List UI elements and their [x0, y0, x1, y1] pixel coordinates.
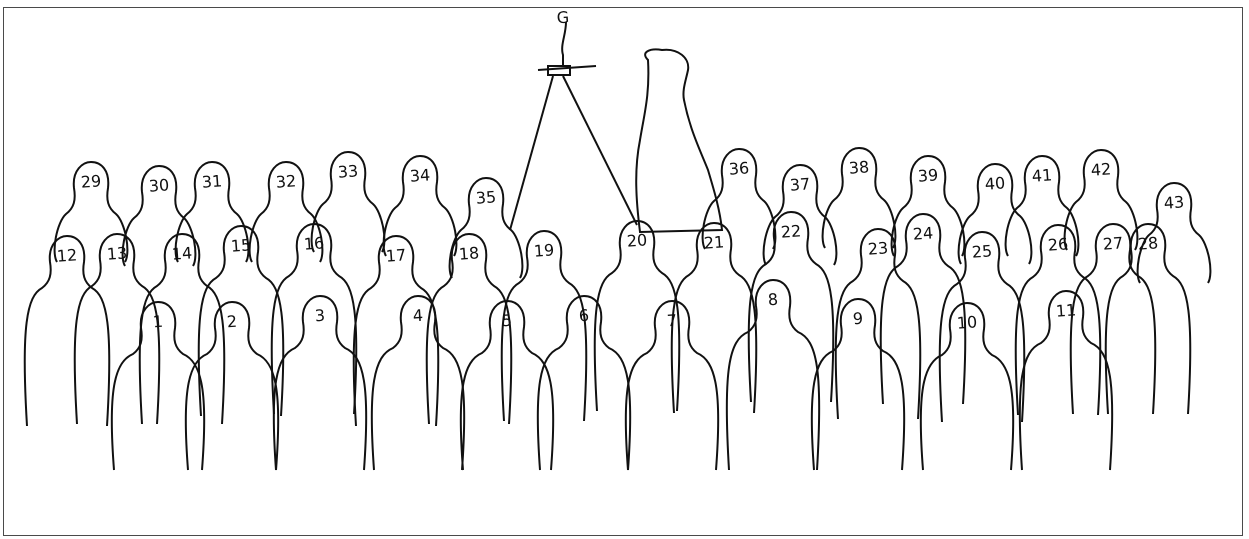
person-number-37: 37	[789, 176, 810, 193]
person-number-11: 11	[1055, 302, 1076, 319]
person-number-17: 17	[385, 247, 406, 264]
person-number-15: 15	[230, 237, 251, 254]
person-number-41: 41	[1031, 167, 1052, 184]
person-number-43: 43	[1163, 194, 1184, 211]
person-number-1: 1	[152, 314, 163, 331]
person-number-27: 27	[1102, 235, 1123, 252]
person-number-32: 32	[275, 173, 296, 190]
top-mark: G	[556, 10, 569, 27]
person-number-22: 22	[780, 223, 801, 240]
person-number-20: 20	[626, 232, 647, 249]
person-number-13: 13	[106, 245, 127, 262]
person-number-14: 14	[171, 245, 192, 262]
person-number-7: 7	[666, 313, 677, 330]
person-number-18: 18	[458, 245, 479, 262]
person-number-28: 28	[1137, 235, 1158, 252]
person-number-34: 34	[409, 167, 430, 184]
person-number-2: 2	[226, 314, 237, 331]
person-number-26: 26	[1047, 236, 1068, 253]
person-number-31: 31	[201, 173, 222, 190]
person-number-36: 36	[728, 160, 749, 177]
person-number-16: 16	[303, 235, 324, 252]
person-number-3: 3	[314, 308, 325, 325]
person-number-9: 9	[852, 311, 863, 328]
person-number-38: 38	[848, 159, 869, 176]
person-number-35: 35	[475, 189, 496, 206]
person-number-19: 19	[533, 242, 554, 259]
person-number-24: 24	[912, 225, 933, 242]
person-number-40: 40	[984, 175, 1005, 192]
person-number-33: 33	[337, 163, 358, 180]
person-number-6: 6	[578, 308, 589, 325]
person-number-4: 4	[412, 308, 423, 325]
person-number-21: 21	[703, 234, 724, 251]
person-number-8: 8	[767, 292, 778, 309]
person-number-39: 39	[917, 167, 938, 184]
hanging-lamp	[510, 22, 637, 230]
person-number-30: 30	[148, 177, 169, 194]
person-number-12: 12	[56, 247, 77, 264]
standing-figure-outline	[636, 49, 722, 232]
person-number-25: 25	[971, 243, 992, 260]
person-number-29: 29	[80, 173, 101, 190]
person-number-10: 10	[956, 314, 977, 331]
person-number-5: 5	[501, 313, 512, 330]
person-number-42: 42	[1090, 161, 1111, 178]
person-number-23: 23	[867, 240, 888, 257]
silhouette-group	[25, 148, 1211, 470]
